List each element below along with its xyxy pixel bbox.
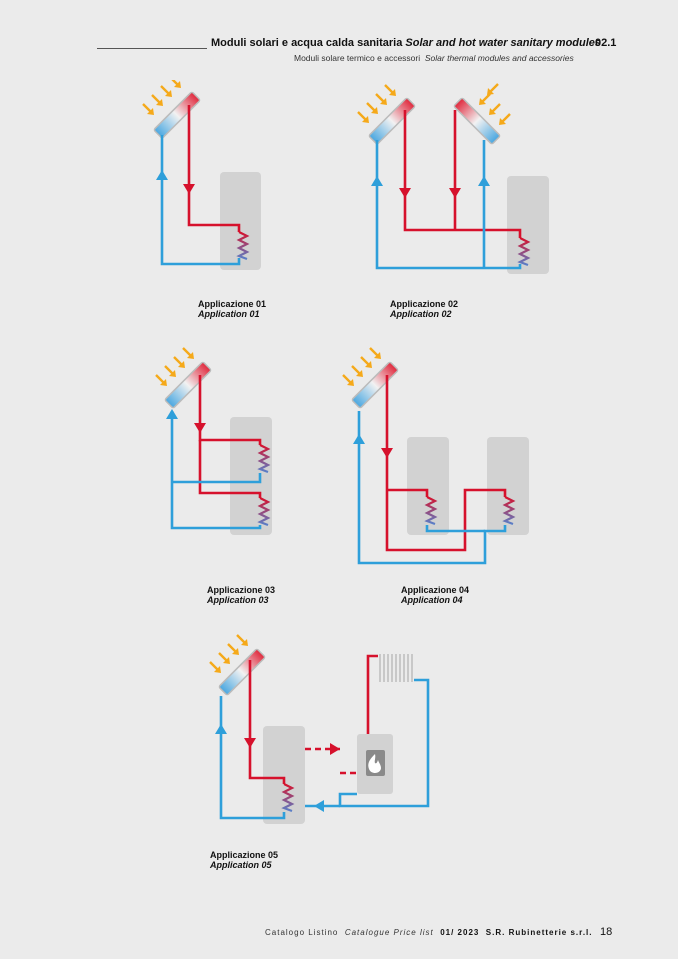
hot-pipe [403, 110, 522, 238]
cold-pipe [170, 411, 262, 530]
solar-panel-icon [368, 97, 416, 145]
heating-coil [517, 237, 531, 267]
application-03-caption: Applicazione 03 Application 03 [207, 585, 275, 605]
application-04-diagram [341, 346, 529, 565]
page-title: Moduli solari e acqua calda sanitaria So… [211, 37, 601, 49]
storage-tank [220, 172, 261, 270]
flow-arrow-up-icon [166, 409, 178, 419]
flow-arrow-right-icon [330, 743, 340, 755]
flow-arrow-down-icon [194, 423, 206, 433]
flow-arrow-up-icon [215, 724, 227, 734]
application-05-caption: Applicazione 05 Application 05 [210, 850, 278, 870]
flow-arrow-down-icon [183, 184, 195, 194]
caption-english: Application 04 [401, 595, 463, 605]
flow-arrow-up-icon [353, 434, 365, 444]
solar-panel-icon [218, 648, 266, 696]
footer-company: S.R. Rubinetterie s.r.l. [485, 928, 593, 937]
caption-english: Application 01 [198, 309, 260, 319]
cold-pipe [172, 473, 262, 484]
application-02-caption: Applicazione 02 Application 02 [390, 299, 458, 319]
flow-arrow-down-icon [381, 448, 393, 458]
radiator-icon [379, 654, 413, 682]
heating-coil [257, 444, 271, 474]
caption-english: Application 05 [210, 860, 272, 870]
solar-panel-icon [164, 361, 212, 409]
storage-tank [487, 437, 529, 535]
page-number: 18 [600, 926, 613, 938]
flame-icon [366, 750, 385, 776]
storage-tank [407, 437, 449, 535]
subtitle-english: Solar thermal modules and accessories [424, 53, 574, 63]
heating-coil [424, 496, 438, 526]
flow-arrow-up-icon [478, 176, 490, 186]
heating-coil [502, 496, 516, 526]
caption-italian: Applicazione 01 [198, 299, 267, 309]
flow-arrow-left-icon [314, 800, 324, 812]
subtitle-italian: Moduli solare termico e accessori [294, 53, 421, 63]
caption-english: Application 03 [207, 595, 269, 605]
application-01-diagram [141, 80, 261, 270]
cold-pipe [375, 140, 522, 270]
caption-italian: Applicazione 05 [210, 850, 279, 860]
solar-panel-icon [153, 91, 201, 139]
cold-pipe [338, 678, 430, 808]
flow-arrow-up-icon [156, 170, 168, 180]
hot-pipe [387, 488, 429, 497]
flow-arrow-down-icon [244, 738, 256, 748]
hot-pipe [187, 105, 241, 232]
header-rule [97, 48, 207, 49]
flow-arrow-down-icon [449, 188, 461, 198]
heating-coil [281, 783, 295, 813]
cold-pipe [219, 696, 286, 820]
storage-tank [507, 176, 549, 274]
page-footer: Catalogo Listino Catalogue Price list 01… [265, 928, 592, 937]
cold-pipe [160, 135, 241, 266]
title-italian: Moduli solari e acqua calda sanitaria [211, 37, 403, 49]
title-english: Solar and hot water sanitary modules [405, 37, 602, 49]
storage-tank [263, 726, 305, 824]
hot-pipe [385, 375, 507, 552]
section-code: 02.1 [595, 37, 617, 49]
application-03-diagram [154, 346, 272, 535]
hot-pipe [366, 654, 378, 734]
caption-italian: Applicazione 04 [401, 585, 470, 595]
caption-english: Application 02 [390, 309, 452, 319]
footer-catalogue-english: Catalogue Price list [344, 928, 434, 937]
footer-catalogue-italian: Catalogo Listino [265, 928, 339, 937]
footer-edition: 01/ 2023 [440, 928, 480, 937]
page-subtitle: Moduli solare termico e accessori Solar … [294, 53, 574, 63]
heating-coil [236, 231, 250, 261]
hot-pipe [248, 660, 286, 784]
cold-pipe [357, 411, 507, 565]
hot-pipe [198, 440, 262, 498]
caption-italian: Applicazione 02 [390, 299, 459, 309]
application-04-caption: Applicazione 04 Application 04 [401, 585, 469, 605]
caption-italian: Applicazione 03 [207, 585, 276, 595]
solar-panel-icon [453, 97, 501, 145]
solar-panel-icon [351, 361, 399, 409]
flow-arrow-up-icon [371, 176, 383, 186]
application-05-diagram [208, 633, 430, 824]
application-02-diagram [356, 82, 549, 274]
flow-arrow-down-icon [399, 188, 411, 198]
application-01-caption: Applicazione 01 Application 01 [198, 299, 266, 319]
cold-pipe [425, 525, 485, 533]
hot-pipe [198, 375, 262, 445]
heating-coil [257, 497, 271, 527]
